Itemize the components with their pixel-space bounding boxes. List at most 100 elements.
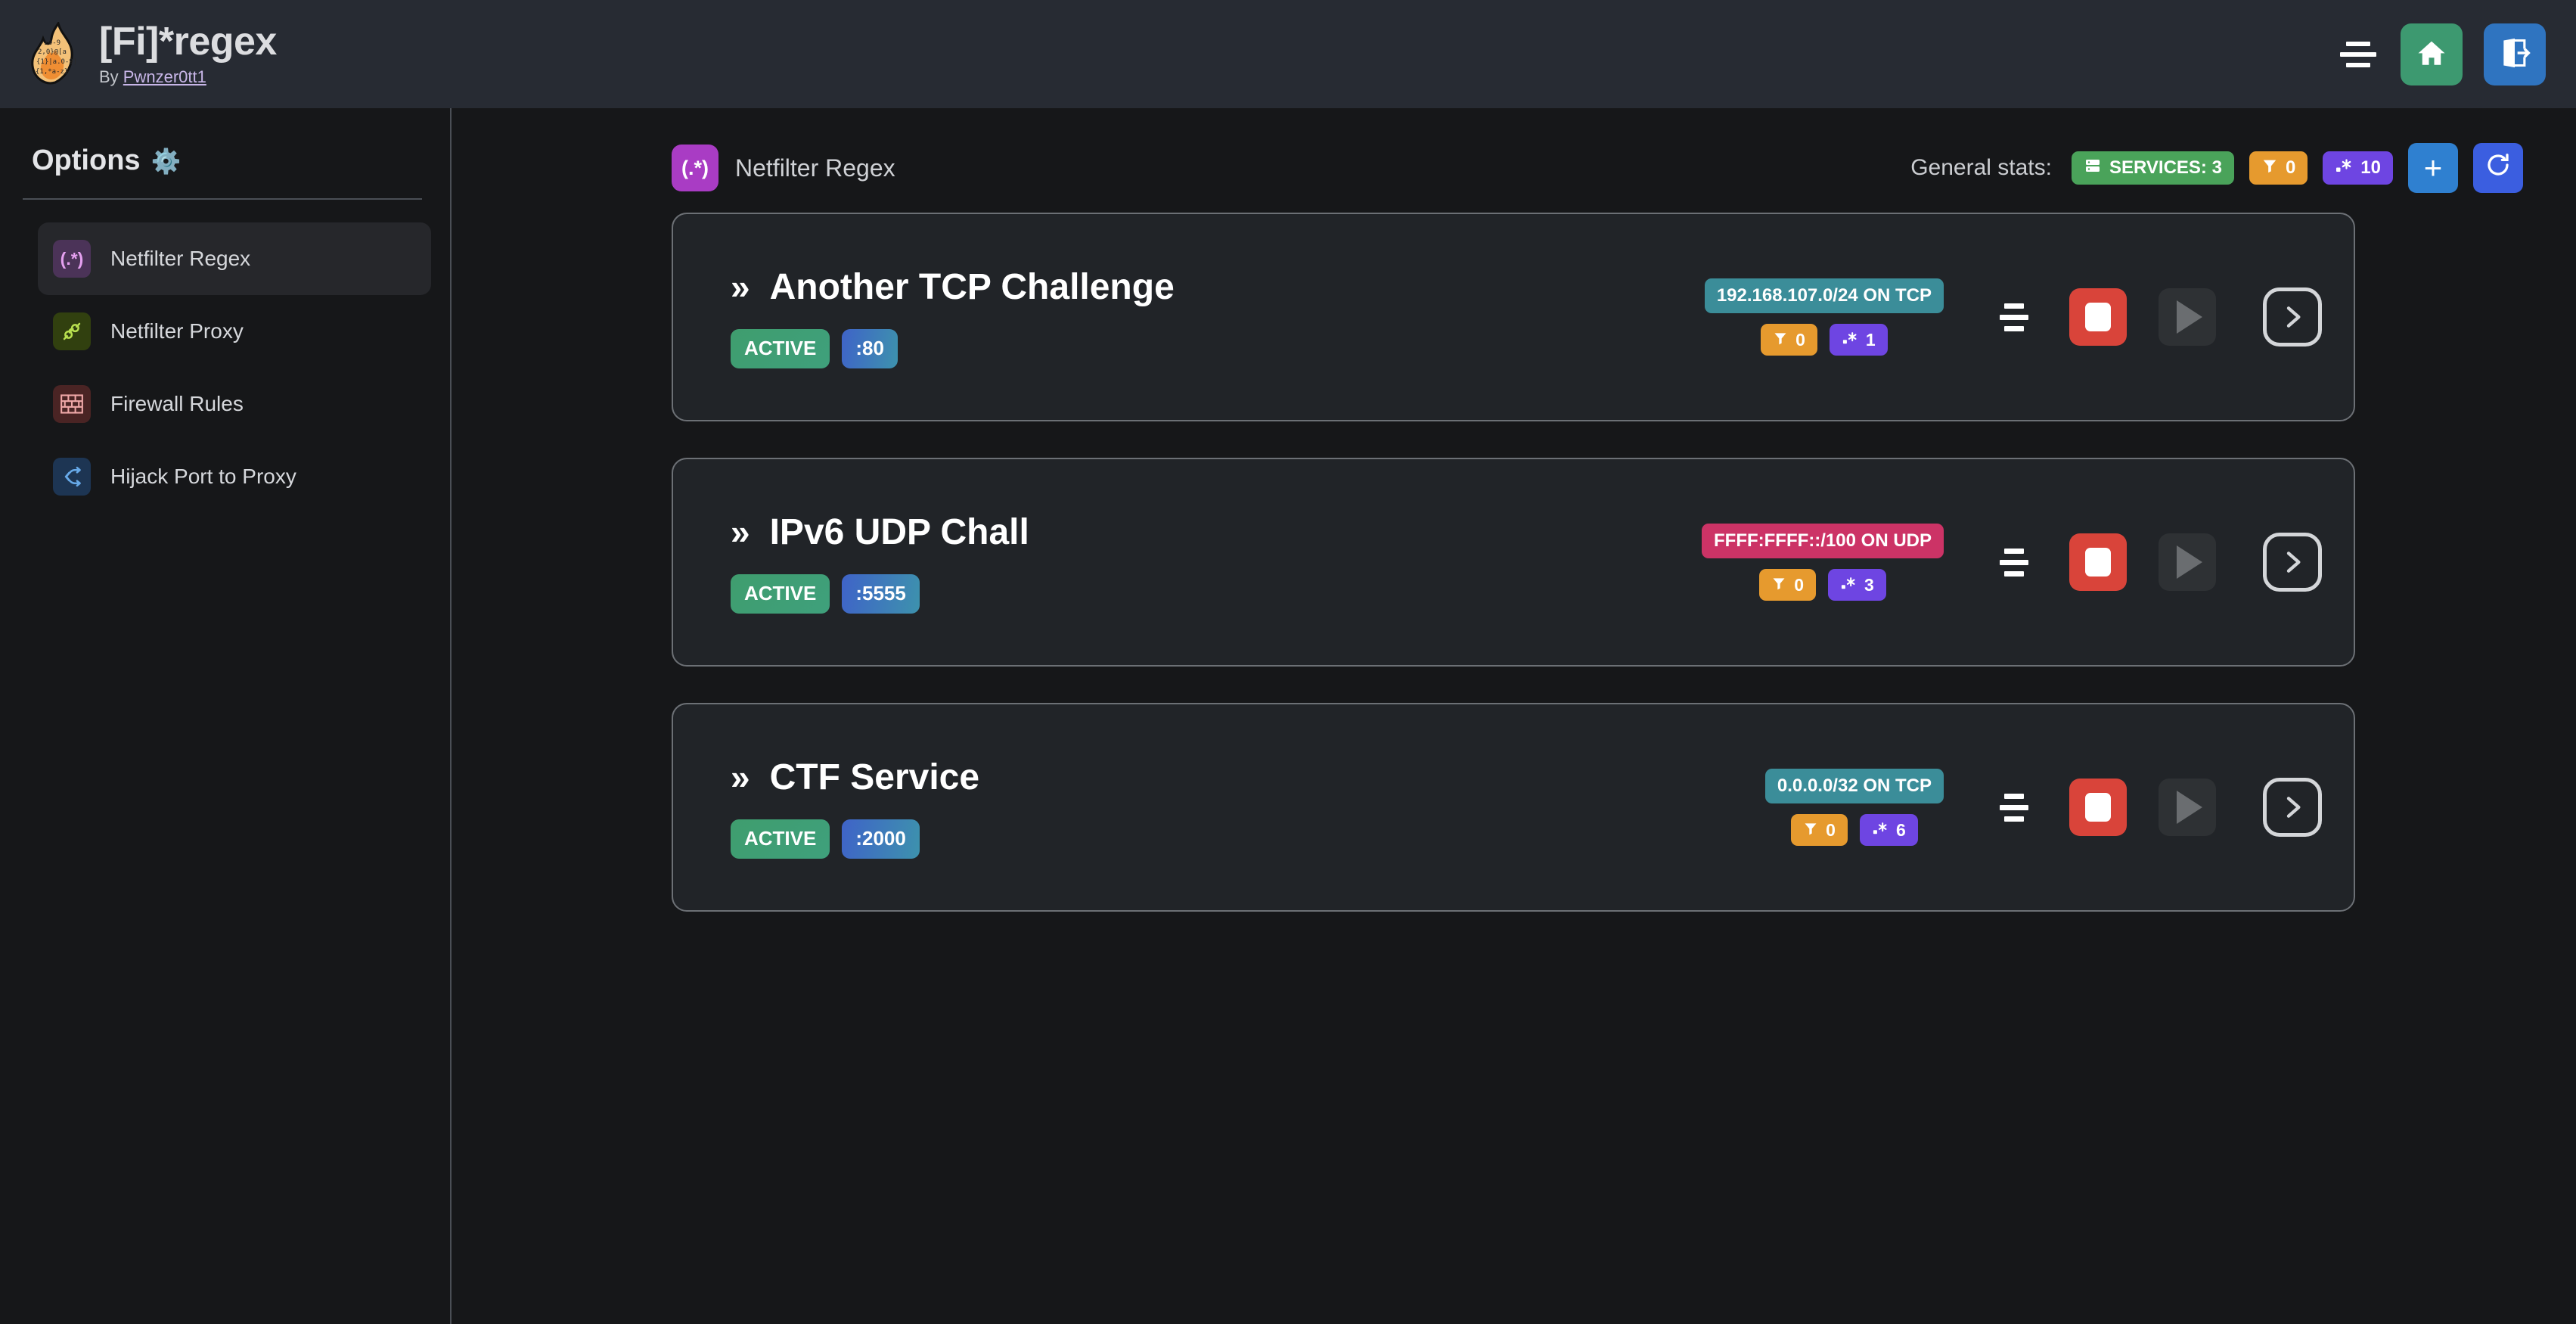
sliders-icon[interactable] [1991, 294, 2038, 340]
funnel-icon [1773, 330, 1788, 350]
sidebar-item-label: Hijack Port to Proxy [110, 465, 296, 488]
sliders-icon[interactable] [1991, 784, 2038, 831]
play-button[interactable] [2159, 533, 2216, 591]
service-name: IPv6 UDP Chall [769, 511, 1029, 552]
service-actions: 0.0.0.0/32 ON TCP 0 [1764, 769, 2354, 846]
play-button[interactable] [2159, 779, 2216, 836]
play-icon [2177, 545, 2202, 579]
sidebar-item-firewall-rules[interactable]: Firewall Rules [38, 368, 431, 440]
stat-filters-badge: 0 [2249, 151, 2308, 185]
app-logo: -z0-9 2,0}@[a {1}|a.0-9] {1,*a-z} [28, 21, 82, 87]
stop-button[interactable] [2069, 779, 2127, 836]
chevron-right-icon [2277, 302, 2308, 332]
service-card[interactable]: » IPv6 UDP Chall ACTIVE :5555 FFFF:FFFF:… [672, 458, 2355, 667]
hamburger-menu-icon[interactable] [2337, 33, 2379, 76]
regex-icon [1842, 330, 1858, 350]
sidebar-item-label: Netfilter Regex [110, 247, 251, 270]
service-info: » Another TCP Challenge ACTIVE :80 [673, 266, 1175, 368]
app-title: [Fi]*regex [99, 20, 277, 64]
service-filters-badge: 0 [1759, 569, 1816, 601]
double-chevron-icon: » [731, 512, 750, 552]
chevron-right-icon [2277, 547, 2308, 577]
sidebar-nav: (.*) Netfilter Regex Netfilter Proxy Fir… [0, 222, 450, 513]
service-title-row: » Another TCP Challenge [731, 266, 1175, 308]
play-button[interactable] [2159, 288, 2216, 346]
service-badges: ACTIVE :2000 [731, 819, 979, 859]
sliders-icon[interactable] [1991, 539, 2038, 586]
general-stats: General stats: SERVICES: 3 0 [1910, 143, 2523, 193]
stat-services-text: SERVICES: 3 [2109, 157, 2222, 178]
logout-button[interactable] [2484, 23, 2546, 85]
service-filters-badge: 0 [1761, 324, 1817, 356]
service-name: Another TCP Challenge [769, 266, 1175, 307]
brand-block: [Fi]*regex By Pwnzer0tt1 [99, 21, 277, 87]
funnel-icon [2261, 157, 2278, 179]
funnel-icon [1771, 575, 1786, 595]
app-header: -z0-9 2,0}@[a {1}|a.0-9] {1,*a-z} [Fi]*r… [0, 0, 2576, 108]
main-header: (.*) Netfilter Regex General stats: SERV… [453, 143, 2576, 193]
regex-icon [2335, 157, 2353, 179]
service-actions: FFFF:FFFF::/100 ON UDP 0 [1702, 524, 2354, 601]
network-substats: 0 6 [1791, 814, 1918, 846]
sidebar-item-netfilter-proxy[interactable]: Netfilter Proxy [38, 295, 431, 368]
network-substats: 0 3 [1759, 569, 1886, 601]
page-regex-icon: (.*) [672, 145, 718, 191]
svg-text:{1,*a-z}: {1,*a-z} [36, 68, 68, 76]
sidebar-item-hijack-port-to-proxy[interactable]: Hijack Port to Proxy [38, 440, 431, 513]
service-filters-text: 0 [1794, 574, 1804, 595]
stat-regexes-badge: 10 [2323, 151, 2393, 185]
service-actions: 192.168.107.0/24 ON TCP 0 [1704, 278, 2354, 356]
status-badge: ACTIVE [731, 573, 830, 614]
add-service-button[interactable]: + [2408, 143, 2458, 193]
service-card[interactable]: » CTF Service ACTIVE :2000 0.0.0.0/32 ON… [672, 703, 2355, 912]
stop-icon [2085, 793, 2111, 822]
sidebar-item-netfilter-regex[interactable]: (.*) Netfilter Regex [38, 222, 431, 295]
stop-icon [2085, 303, 2111, 331]
svg-text:2,0}@[a: 2,0}@[a [38, 48, 67, 56]
funnel-icon [1803, 820, 1818, 841]
regex-icon: (.*) [53, 240, 91, 278]
status-badge: ACTIVE [731, 819, 830, 859]
double-chevron-icon: » [731, 267, 750, 306]
service-details-button[interactable] [2263, 533, 2322, 592]
service-regexes-text: 6 [1895, 819, 1906, 840]
service-details-button[interactable] [2263, 778, 2322, 837]
sidebar: Options ⚙️ (.*) Netfilter Regex Netfilte… [0, 108, 452, 1324]
service-regexes-text: 1 [1865, 329, 1876, 350]
service-info: » CTF Service ACTIVE :2000 [673, 757, 979, 859]
stop-button[interactable] [2069, 533, 2127, 591]
status-badge: ACTIVE [731, 328, 830, 368]
play-icon [2177, 300, 2202, 334]
stat-regexes-text: 10 [2360, 157, 2381, 178]
network-substats: 0 1 [1761, 324, 1888, 356]
home-icon [2415, 37, 2448, 71]
general-stats-label: General stats: [1910, 155, 2052, 180]
service-card[interactable]: » Another TCP Challenge ACTIVE :80 192.1… [672, 213, 2355, 421]
stop-icon [2085, 548, 2111, 577]
sidebar-divider [23, 198, 422, 200]
refresh-button[interactable] [2473, 143, 2523, 193]
regex-icon [1840, 575, 1857, 595]
author-link[interactable]: Pwnzer0tt1 [123, 67, 206, 86]
play-icon [2177, 791, 2202, 824]
svg-text:-z0-9: -z0-9 [40, 39, 61, 47]
service-regexes-text: 3 [1864, 574, 1874, 595]
app-author-line: By Pwnzer0tt1 [99, 67, 277, 87]
brick-wall-icon [53, 385, 91, 423]
stop-button[interactable] [2069, 288, 2127, 346]
service-regexes-badge: 6 [1859, 814, 1918, 846]
double-chevron-icon: » [731, 757, 750, 797]
network-badge: 192.168.107.0/24 ON TCP [1704, 278, 1944, 313]
service-details-button[interactable] [2263, 287, 2322, 347]
refresh-icon [2484, 151, 2512, 185]
service-network-stats: FFFF:FFFF::/100 ON UDP 0 [1702, 524, 1944, 601]
service-info: » IPv6 UDP Chall ACTIVE :5555 [673, 511, 1029, 614]
stat-filters-text: 0 [2285, 157, 2296, 178]
service-network-stats: 192.168.107.0/24 ON TCP 0 [1704, 278, 1944, 356]
main-content: (.*) Netfilter Regex General stats: SERV… [453, 108, 2576, 1324]
service-filters-text: 0 [1795, 329, 1805, 350]
sidebar-header: Options ⚙️ [32, 145, 450, 177]
home-button[interactable] [2401, 23, 2463, 85]
network-badge: 0.0.0.0/32 ON TCP [1764, 769, 1944, 803]
svg-text:{1}|a.0-9]: {1}|a.0-9] [36, 58, 77, 66]
